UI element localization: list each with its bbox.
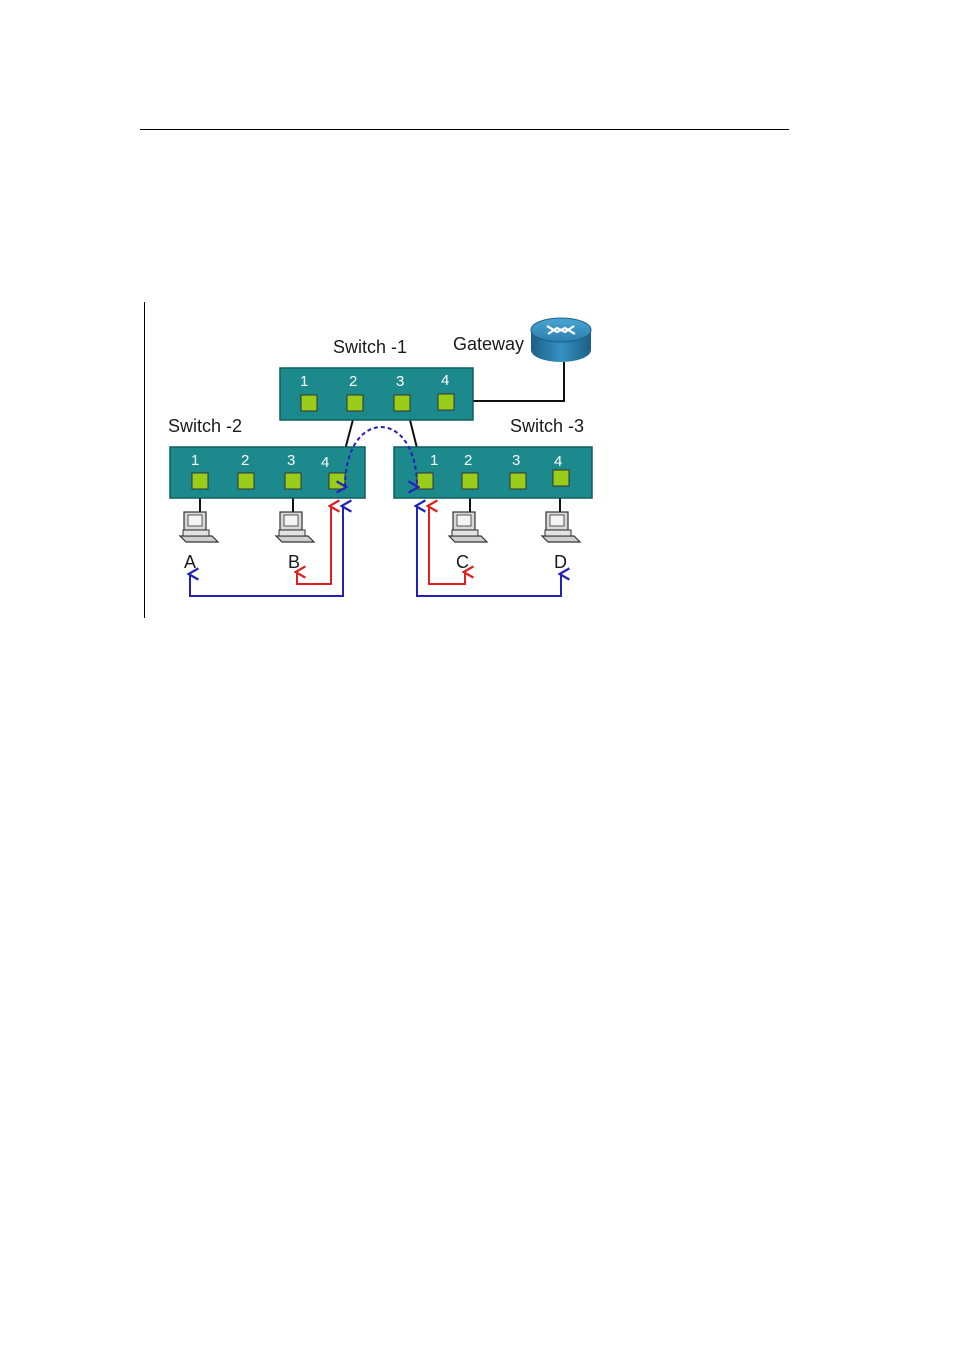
switch3-port1 [417,473,433,489]
switch3: 1 2 3 4 [394,447,592,498]
switch2-port4-label: 4 [321,454,329,471]
switch1-port4-label: 4 [441,372,449,389]
switch3-port4-label: 4 [554,453,562,470]
switch3-port3 [510,473,526,489]
switch3-port4 [553,470,569,486]
switch3-port3-label: 3 [512,452,520,469]
computer-c-icon [449,512,487,542]
host-b-label: B [288,552,300,572]
host-d-label: D [554,552,567,572]
computer-d-icon [542,512,580,542]
switch2-label: Switch -2 [168,416,242,436]
host-a-label: A [184,552,196,572]
host-c-label: C [456,552,469,572]
switch1-port2-label: 2 [349,373,357,390]
switch1-port1-label: 1 [300,373,308,390]
gateway-label: Gateway [453,334,524,354]
blue-flow-a-to-switch2 [190,506,343,596]
header-rule [140,129,789,130]
network-diagram: Switch -1 Gateway Switch -2 Switch -3 1 … [145,302,619,618]
switch1-port3-label: 3 [396,373,404,390]
switch2: 1 2 3 4 [170,447,365,498]
switch2-port2 [238,473,254,489]
switch2-port1-label: 1 [191,452,199,469]
blue-flow-switch3-to-d [417,506,561,596]
switch1-port1 [301,395,317,411]
switch2-port4 [329,473,345,489]
switch1-port3 [394,395,410,411]
switch1-label: Switch -1 [333,337,407,357]
computer-a-icon [180,512,218,542]
switch1-port4 [438,394,454,410]
switch2-port2-label: 2 [241,452,249,469]
switch3-port2-label: 2 [464,452,472,469]
switch3-port2 [462,473,478,489]
switch2-port1 [192,473,208,489]
router-icon [531,318,591,362]
computer-b-icon [276,512,314,542]
switch3-port1-label: 1 [430,452,438,469]
switch3-label: Switch -3 [510,416,584,436]
switch1: 1 2 3 4 [280,368,473,420]
switch1-port2 [347,395,363,411]
switch2-port3-label: 3 [287,452,295,469]
switch2-port3 [285,473,301,489]
